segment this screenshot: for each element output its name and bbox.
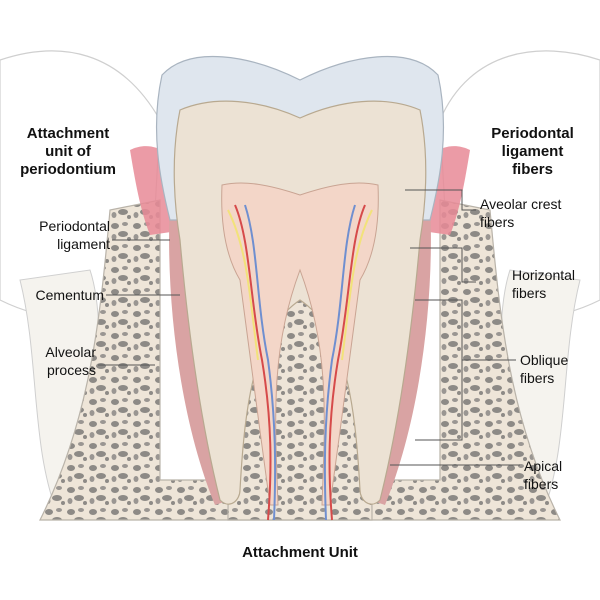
label-periodontal-ligament: Periodontal ligament [39,218,110,252]
label-horizontal-fibers: Horizontal fibers [512,267,576,301]
leader-horizontal [410,247,476,283]
leader-oblique [415,299,463,441]
label-apical-fibers: Apical fibers [524,458,563,492]
label-alveolar-process: Alveolar process [45,344,96,378]
artery [234,204,272,521]
label-cementum: Cementum [35,287,104,303]
heading-attachment-unit-of-periodontium: Attachment unit of periodontium [20,125,116,178]
heading-periodontal-ligament-fibers: Periodontal ligament fibers [491,125,574,178]
vein [323,204,356,521]
alveolar-bone [39,199,561,521]
label-alveolar-crest-fibers: Aveolar crest fibers [480,196,562,230]
heading-attachment-unit: Attachment Unit [242,544,358,561]
pulp [221,182,379,506]
nerve [227,209,259,361]
vein [244,204,277,521]
leader-alveolar-crest [405,189,476,211]
label-oblique-fibers: Oblique fibers [520,352,569,386]
nerve [341,209,373,361]
artery [328,204,366,521]
